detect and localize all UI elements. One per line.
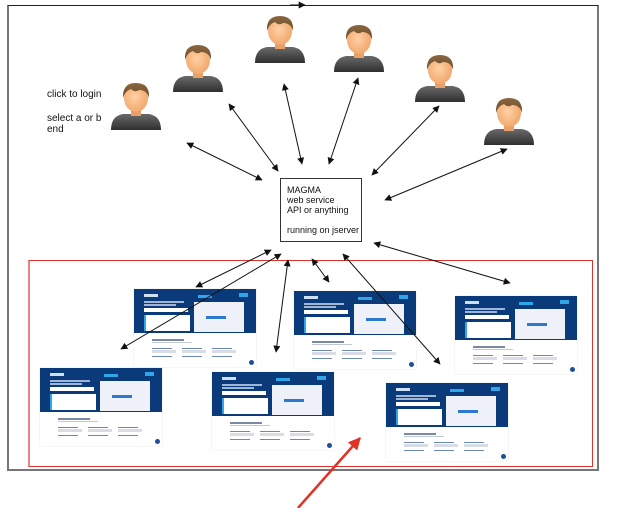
- connector-arrow: [281, 83, 305, 165]
- help-icon: [249, 360, 254, 365]
- note-end: end: [47, 124, 64, 135]
- connector-arrow: [342, 253, 441, 365]
- connector-arrow: [120, 253, 282, 350]
- help-icon: [155, 439, 160, 444]
- server-line-4: running on jserver: [287, 225, 360, 235]
- connector-arrow: [273, 259, 291, 353]
- connector-arrow: [371, 105, 440, 176]
- web-ui-thumbnail: [40, 368, 162, 446]
- server-title: MAGMA: [287, 185, 322, 195]
- note-click-to-login: click to login: [47, 89, 102, 100]
- magma-server-box: MAGMA web service API or anything runnin…: [280, 178, 362, 242]
- connector-arrow: [384, 148, 508, 201]
- server-line-3: API or anything: [287, 205, 349, 215]
- help-icon: [501, 454, 506, 459]
- callout-arrow: [297, 437, 361, 508]
- connector-arrow: [327, 77, 360, 165]
- connector-arrow: [195, 249, 272, 288]
- note-select: select a or b: [47, 113, 102, 124]
- help-icon: [327, 443, 332, 448]
- connector-arrow: [373, 241, 511, 285]
- connector-arrow: [228, 103, 279, 172]
- connector-arrow: [311, 258, 330, 283]
- web-ui-thumbnail: [386, 383, 508, 461]
- highlight-box: [28, 260, 593, 467]
- help-icon: [570, 367, 575, 372]
- connector-arrow: [186, 142, 263, 181]
- server-line-2: web service: [287, 195, 335, 205]
- web-ui-thumbnail: [212, 372, 334, 450]
- web-ui-thumbnail: [455, 296, 577, 374]
